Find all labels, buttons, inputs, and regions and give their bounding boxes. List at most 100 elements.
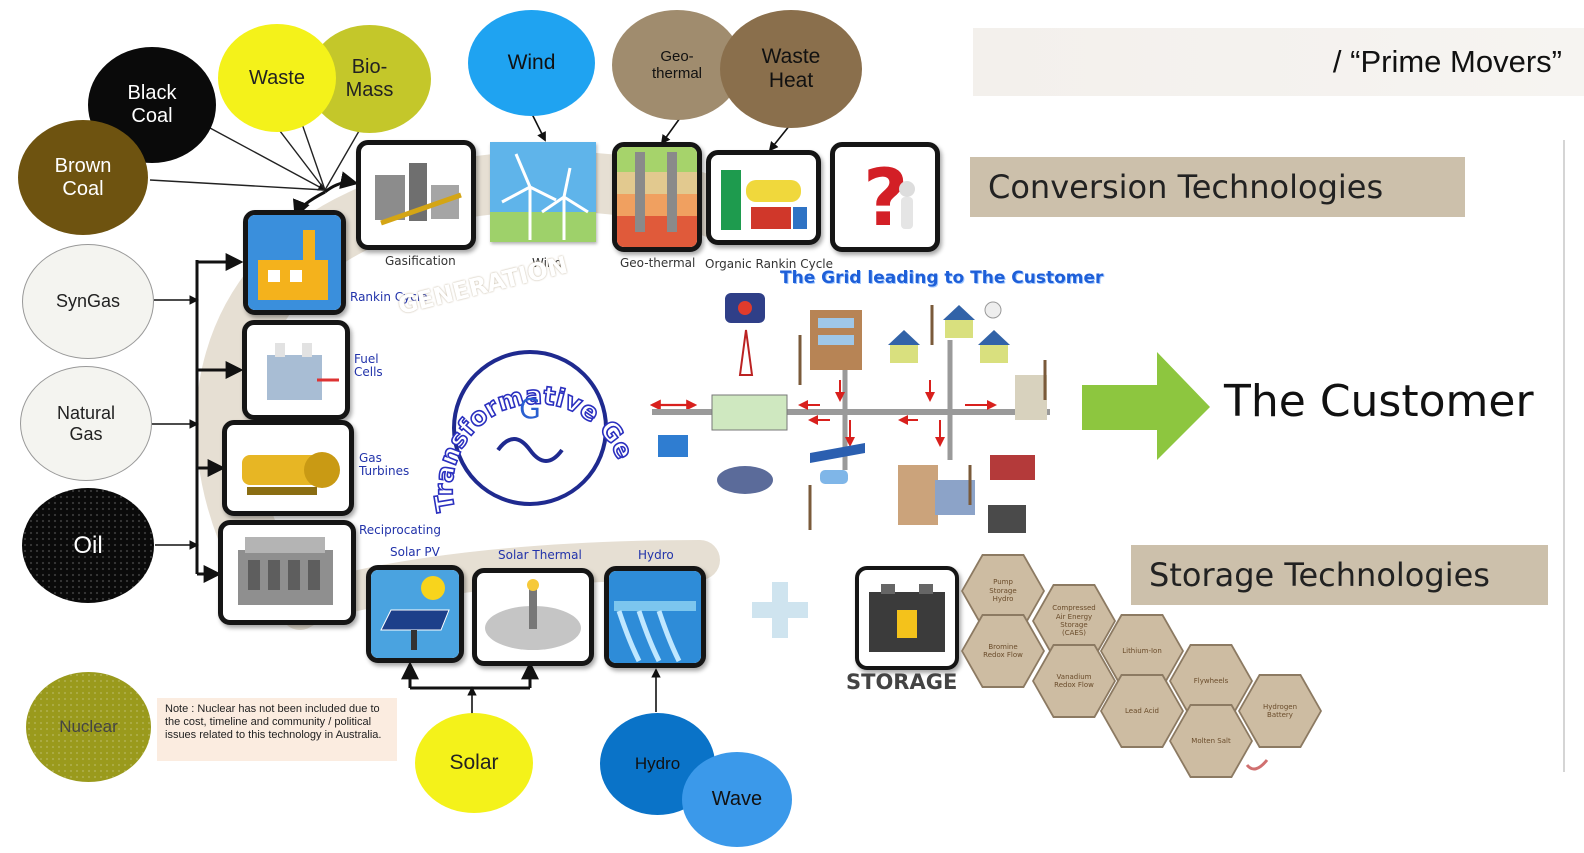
- nuclear-note: Note : Nuclear has not been included due…: [157, 698, 397, 761]
- nuclear-label: Nuclear: [59, 717, 118, 737]
- brown-coal-circle: Brown Coal: [18, 120, 148, 235]
- rankin-cycle-tile: [243, 210, 346, 315]
- waste-circle: Waste: [218, 24, 336, 132]
- hex-molten-salt-text: Molten Salt: [1191, 736, 1231, 745]
- prime-movers-header: / “Prime Movers”: [973, 28, 1584, 96]
- gasification-plant-icon: [375, 163, 462, 226]
- power-plant-icon: [248, 215, 341, 310]
- natural-gas-circle: Natural Gas: [20, 366, 152, 481]
- control-room-icon: [717, 466, 773, 494]
- grid-scene: [658, 293, 1047, 533]
- biomass-label: Bio-Mass: [345, 56, 394, 101]
- storage-label: STORAGE: [846, 670, 958, 694]
- wave-label: Wave: [711, 788, 763, 810]
- nuclear-circle: Nuclear: [26, 672, 151, 782]
- fuel-cells-label: Fuel Cells: [354, 352, 394, 380]
- right-divider: [1563, 140, 1565, 772]
- gasification-tile: [356, 140, 476, 250]
- orc-tile: [706, 150, 821, 245]
- gas-turbines-tile: [222, 420, 354, 516]
- hex-lead-acid-text: Lead Acid: [1125, 706, 1159, 715]
- wave-circle: Wave: [682, 752, 792, 847]
- hydro-tile: [604, 566, 706, 668]
- waste-label: Waste: [249, 66, 305, 89]
- generator-letter: G: [519, 392, 541, 425]
- oil-label: Oil: [73, 531, 103, 559]
- grid-title: The Grid leading to The Customer: [780, 268, 1104, 288]
- storage-technologies-text: Storage Technologies: [1149, 556, 1490, 594]
- storage-technologies-header: Storage Technologies: [1131, 545, 1548, 605]
- solar-pv-tile: [366, 565, 464, 663]
- solar-panel-icon: [371, 570, 459, 658]
- reciprocating-label: Reciprocating: [359, 523, 441, 537]
- natural-gas-label: Natural Gas: [56, 402, 116, 444]
- hex-pump-storage-text: Pump Storage Hydro: [989, 578, 1017, 604]
- hex-caes: Compressed Air Energy Storage (CAES): [1034, 586, 1114, 656]
- tall-building-icon: [898, 465, 938, 525]
- wind-circle: Wind: [468, 10, 595, 116]
- hex-caes-text: Compressed Air Energy Storage (CAES): [1052, 604, 1096, 638]
- hex-flywheels-text: Flywheels: [1193, 676, 1229, 685]
- hex-bromine-text: Bromine Redox Flow: [983, 642, 1023, 659]
- hydro-fuel-label: Hydro: [634, 754, 681, 774]
- waste-heat-circle: Waste Heat: [720, 10, 862, 128]
- question-mark-icon: ?: [863, 154, 915, 244]
- conversion-technologies-header: Conversion Technologies: [970, 157, 1465, 217]
- battery-small-icon: [658, 435, 688, 457]
- orc-machine-icon: [721, 170, 807, 230]
- solar-pv-label: Solar PV: [390, 545, 440, 559]
- hex-lead-acid: Lead Acid: [1102, 676, 1182, 746]
- house-icon: [890, 345, 918, 363]
- apartment-icon: [1015, 375, 1047, 420]
- brown-coal-label: Brown Coal: [54, 154, 112, 200]
- sine-wave-icon: [496, 437, 564, 463]
- unknown-technology-tile: ?: [830, 142, 940, 252]
- solar-thermal-label: Solar Thermal: [498, 548, 582, 562]
- wind-tile: [490, 142, 596, 242]
- solar-thermal-icon: [485, 579, 581, 650]
- syngas-circle: SynGas: [22, 244, 154, 359]
- fuel-cells-text: Fuel Cells: [354, 352, 383, 380]
- syngas-label: SynGas: [55, 291, 121, 312]
- house-icon: [945, 320, 973, 338]
- oil-circle: Oil: [22, 488, 154, 603]
- prime-movers-text: / “Prime Movers”: [1332, 44, 1562, 79]
- reciprocating-tile: [218, 520, 356, 625]
- solar-fuel-label: Solar: [449, 750, 499, 774]
- wind-tech-label: Wind: [532, 256, 563, 270]
- waste-heat-label: Waste Heat: [761, 44, 821, 92]
- geothermal-layers-icon: [617, 147, 697, 247]
- gas-turbine-icon: [242, 452, 340, 495]
- orc-label: Organic Rankin Cycle: [705, 257, 834, 271]
- battery-icon: [869, 584, 945, 652]
- customer-label: The Customer: [1224, 376, 1534, 427]
- hex-lithium-text: Lithium-Ion: [1122, 646, 1162, 655]
- hex-vanadium-text: Vanadium Redox Flow: [1054, 672, 1094, 689]
- plus-icon: [752, 582, 808, 638]
- hex-hydrogen: Hydrogen Battery: [1240, 676, 1320, 746]
- fuel-cells-tile: [242, 320, 350, 420]
- rankin-cycle-label: Rankin Cycle: [350, 290, 428, 304]
- transmission-tower-icon: [738, 329, 754, 376]
- wind-fuel-label: Wind: [507, 50, 556, 74]
- smart-meter-icon: [988, 505, 1026, 533]
- geothermal-tile: [612, 142, 702, 252]
- geothermal-fuel-label: Geo-thermal: [651, 47, 703, 82]
- solar-carport-icon: [810, 443, 865, 463]
- generator-ring: Transformative Generation + Storage G: [410, 318, 640, 515]
- light-bulb-icon: [984, 301, 1002, 319]
- svg-text:?: ?: [863, 154, 908, 244]
- solar-circle: Solar: [415, 713, 533, 813]
- dam-icon: [609, 571, 701, 663]
- substation-icon: [711, 394, 788, 431]
- solar-thermal-tile: [472, 568, 594, 666]
- right-arrow-icon: [1082, 352, 1210, 460]
- gas-turbines-label: Gas Turbines: [359, 451, 419, 479]
- hex-molten-salt: Molten Salt: [1171, 706, 1251, 776]
- hydro-tech-label: Hydro: [638, 548, 674, 562]
- gasification-label: Gasification: [385, 254, 456, 268]
- conversion-technologies-text: Conversion Technologies: [988, 168, 1384, 206]
- gas-turbines-text: Gas Turbines: [359, 451, 410, 479]
- storage-container-icon: [990, 455, 1035, 480]
- fuel-cell-icon: [267, 343, 339, 400]
